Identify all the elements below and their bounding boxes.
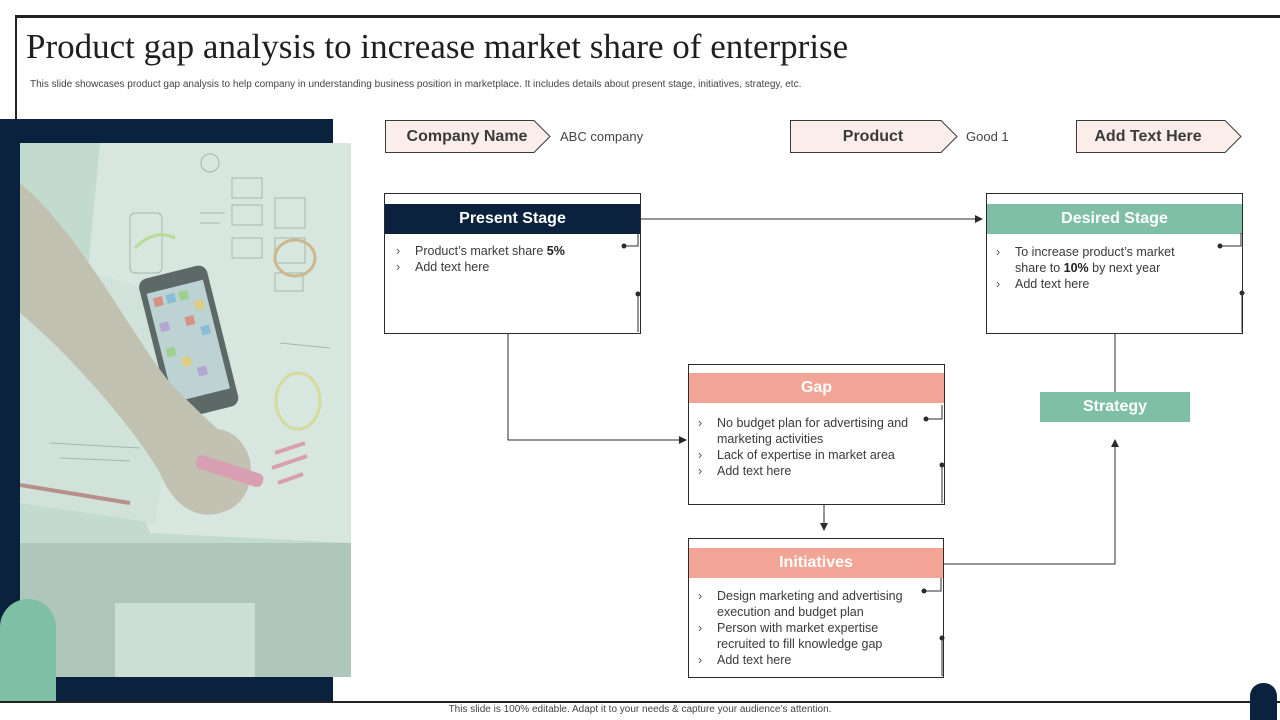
- list-item: No budget plan for advertising and marke…: [698, 415, 922, 447]
- tag-label: Add Text Here: [1094, 128, 1202, 145]
- list-item: Add text here: [698, 652, 922, 668]
- list-item: Design marketing and advertising executi…: [698, 588, 922, 620]
- gap-list: No budget plan for advertising and marke…: [698, 415, 922, 479]
- list-item: Lack of expertise in market area: [698, 447, 922, 463]
- initiatives-header: Initiatives: [689, 548, 943, 578]
- top-rule: [15, 15, 1280, 18]
- present-stage-list: Product’s market share 5% Add text here: [396, 243, 636, 275]
- gap-header: Gap: [689, 373, 944, 403]
- tag-arrow-shape: [1076, 120, 1242, 153]
- photo-illustration: [20, 143, 351, 677]
- gap-box: Gap No budget plan for advertising and m…: [688, 364, 945, 505]
- title-accent-rule: [15, 15, 17, 119]
- present-stage-header: Present Stage: [385, 204, 640, 234]
- company-name-value: ABC company: [560, 129, 644, 144]
- list-item: To increase product’s market share to 10…: [996, 244, 1206, 276]
- present-stage-box: Present Stage Product’s market share 5% …: [384, 193, 641, 334]
- tag-label: Company Name: [406, 128, 528, 145]
- tag-arrow-shape: [790, 120, 958, 153]
- list-item: Add text here: [396, 259, 636, 275]
- list-item: Add text here: [698, 463, 922, 479]
- tag-arrow-shape: [385, 120, 551, 153]
- strategy-box: Strategy: [1040, 392, 1190, 422]
- slide-subtitle: This slide showcases product gap analysi…: [30, 79, 802, 90]
- tag-add-text: Add Text Here: [1076, 120, 1242, 153]
- present-to-gap-arrow: [507, 333, 687, 444]
- initiatives-to-strategy-arrow: [944, 439, 1119, 565]
- tag-company-name: Company Name: [385, 120, 551, 153]
- list-item: Person with market expertise recruited t…: [698, 620, 922, 652]
- navy-corner-decoration: [1250, 683, 1277, 720]
- desired-stage-list: To increase product’s market share to 10…: [996, 244, 1206, 292]
- initiatives-list: Design marketing and advertising executi…: [698, 588, 922, 668]
- desired-stage-header: Desired Stage: [987, 204, 1242, 234]
- tag-label: Product: [842, 128, 904, 145]
- list-item: Product’s market share 5%: [396, 243, 636, 259]
- green-arch-decoration: [0, 599, 56, 703]
- hand-holding-phone-over-sketches-photo: [20, 143, 351, 677]
- footer-note: This slide is 100% editable. Adapt it to…: [448, 704, 832, 715]
- product-value: Good 1: [966, 129, 1009, 144]
- bottom-rule: [0, 701, 1280, 703]
- list-item: Add text here: [996, 276, 1206, 292]
- initiatives-box: Initiatives Design marketing and adverti…: [688, 538, 944, 678]
- slide-title: Product gap analysis to increase market …: [26, 27, 849, 66]
- desired-stage-box: Desired Stage To increase product’s mark…: [986, 193, 1243, 334]
- tag-product: Product: [790, 120, 958, 153]
